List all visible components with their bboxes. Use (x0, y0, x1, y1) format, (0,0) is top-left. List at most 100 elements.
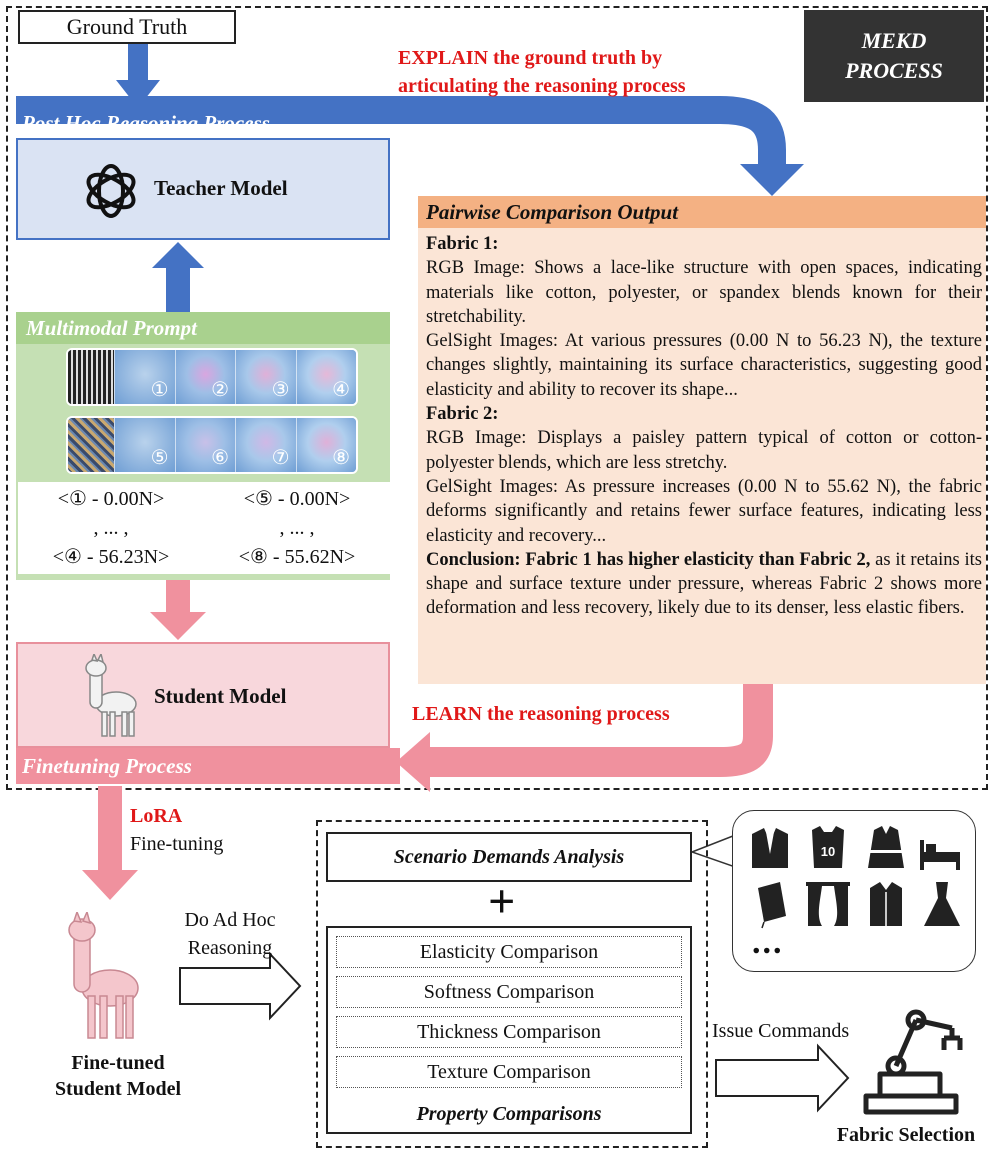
fabric2-image-row: ⑤ ⑥ ⑦ ⑧ (66, 416, 358, 474)
fabric1-force-box: <① - 0.00N> , ... , <④ - 56.23N> (18, 482, 204, 574)
lora-label: LoRA (130, 805, 183, 827)
scenario-icons: 10 (752, 826, 960, 929)
teacher-model-label: Teacher Model (154, 176, 288, 200)
gelsight-image: ③ (235, 350, 296, 404)
student-model-box: Student Model (16, 642, 390, 748)
gelsight-image: ④ (295, 350, 356, 404)
towel-icon (758, 882, 786, 929)
issue-arrow (715, 1043, 850, 1113)
finetuning-caption: Fine-tuning (130, 833, 224, 855)
plus-sign: + (488, 875, 516, 928)
lora-caption: LoRA Fine-tuning (130, 802, 223, 858)
shirt-icon (870, 882, 902, 926)
gelsight-image: ② (174, 350, 235, 404)
property-dashed-box (316, 820, 708, 1148)
openai-logo-icon (86, 164, 136, 218)
force-label: <⑧ - 55.62N> (238, 545, 356, 568)
property-comparisons-label: Property Comparisons (416, 1103, 602, 1125)
suit-icon (752, 828, 788, 868)
bathrobe-icon (868, 826, 904, 868)
ground-truth-box: Ground Truth (18, 10, 236, 44)
softness-comparison: Softness Comparison (336, 976, 682, 1008)
gelsight-image: ⑦ (235, 418, 296, 472)
gelsight-index: ② (211, 379, 229, 401)
gelsight-index: ⑦ (271, 447, 290, 469)
force-label: <① - 0.00N> (57, 487, 165, 510)
multimodal-prompt-title: Multimodal Prompt (16, 312, 390, 344)
gelsight-index: ⑧ (332, 447, 350, 469)
scenario-demands-box: Scenario Demands Analysis (326, 832, 692, 882)
conclusion-rest: as it retains its shape and surface text… (426, 549, 982, 619)
gelsight-index: ⑤ (150, 447, 169, 469)
mekd-line2: PROCESS (845, 58, 943, 83)
learn-caption: LEARN the reasoning process (412, 703, 670, 725)
explain-line1: EXPLAIN the ground truth by (398, 47, 663, 69)
fabric2-rgb-image (68, 418, 114, 472)
finetuned-student-label: Fine-tuned Student Model (30, 1050, 206, 1102)
curtain-icon (806, 882, 850, 926)
finetuned-line1: Fine-tuned (71, 1052, 165, 1074)
finetuned-llama-icon (68, 912, 139, 1039)
force-label: <④ - 56.23N> (52, 545, 170, 568)
mekd-line1: MEKD (861, 28, 927, 53)
mm-down-arrow (150, 580, 206, 640)
teacher-model-box: Teacher Model (16, 138, 390, 240)
post-hoc-band (16, 96, 786, 166)
mm-up-arrow (152, 242, 204, 312)
finetuning-band-left (16, 748, 400, 784)
mekd-process-badge: MEKD PROCESS (804, 10, 984, 102)
gelsight-image: ⑧ (295, 418, 356, 472)
fabric1-rgb-text: RGB Image: Shows a lace-like structure w… (426, 258, 982, 327)
finetuning-arrowhead (396, 732, 430, 792)
jersey-icon: 10 (812, 826, 844, 868)
force-ellipsis: , ... , (279, 516, 315, 539)
gelsight-image: ⑥ (174, 418, 235, 472)
fabric-selection-label: Fabric Selection (836, 1124, 976, 1146)
pairwise-output-body: Fabric 1: RGB Image: Shows a lace-like s… (426, 232, 982, 621)
finetuning-label: Finetuning Process (22, 754, 192, 778)
gelsight-image: ⑤ (114, 418, 175, 472)
gelsight-image: ① (114, 350, 175, 404)
fabric2-force-box: <⑤ - 0.00N> , ... , <⑧ - 55.62N> (204, 482, 390, 574)
fabric2-rgb-text: RGB Image: Displays a paisley pattern ty… (426, 428, 982, 473)
svg-text:10: 10 (821, 844, 835, 859)
student-model-label: Student Model (154, 684, 287, 708)
fabric1-heading: Fabric 1: (426, 234, 499, 254)
lora-down-arrow (82, 786, 138, 900)
pairwise-output-box: Pairwise Comparison Output Fabric 1: RGB… (418, 196, 986, 684)
adhoc-line1: Do Ad Hoc (184, 909, 276, 931)
fabric2-gelsight-text: GelSight Images: As pressure increases (… (426, 476, 982, 546)
fabric1-image-row: ① ② ③ ④ (66, 348, 358, 406)
force-ellipsis: , ... , (93, 516, 129, 539)
elasticity-comparison: Elasticity Comparison (336, 936, 682, 968)
pairwise-output-title: Pairwise Comparison Output (418, 196, 986, 228)
dress-icon (924, 882, 960, 926)
texture-comparison: Texture Comparison (336, 1056, 682, 1088)
property-comparisons-box: Elasticity Comparison Softness Compariso… (326, 926, 692, 1134)
mekd-frame (6, 6, 988, 790)
conclusion-bold: Conclusion: Fabric 1 has higher elastici… (426, 549, 871, 570)
thickness-comparison: Thickness Comparison (336, 1016, 682, 1048)
fabric2-heading: Fabric 2: (426, 404, 499, 425)
llama-icon (85, 654, 137, 737)
gt-down-arrow (116, 44, 160, 108)
gelsight-index: ⑥ (211, 447, 229, 469)
bed-icon (920, 840, 960, 870)
gelsight-index: ③ (271, 379, 290, 401)
adhoc-line2: Reasoning (187, 937, 273, 959)
issue-commands-caption: Issue Commands (712, 1020, 850, 1042)
finetuned-line2: Student Model (54, 1078, 182, 1100)
gelsight-index: ① (150, 379, 169, 401)
more-scenarios-ellipsis: ... (752, 924, 784, 961)
post-hoc-label: Post Hoc Reasoning Process (22, 111, 270, 135)
fabric1-rgb-image (68, 350, 114, 404)
explain-caption: EXPLAIN the ground truth by articulating… (398, 44, 748, 100)
conclusion-text: Conclusion: Fabric 1 has higher elastici… (426, 548, 982, 621)
fabric1-gelsight-text: GelSight Images: At various pressures (0… (426, 331, 982, 400)
post-hoc-arrowhead (740, 164, 804, 196)
finetuning-band (420, 684, 773, 777)
force-label: <⑤ - 0.00N> (243, 487, 351, 510)
robot-arm-icon (863, 1009, 963, 1115)
gelsight-index: ④ (332, 379, 350, 401)
